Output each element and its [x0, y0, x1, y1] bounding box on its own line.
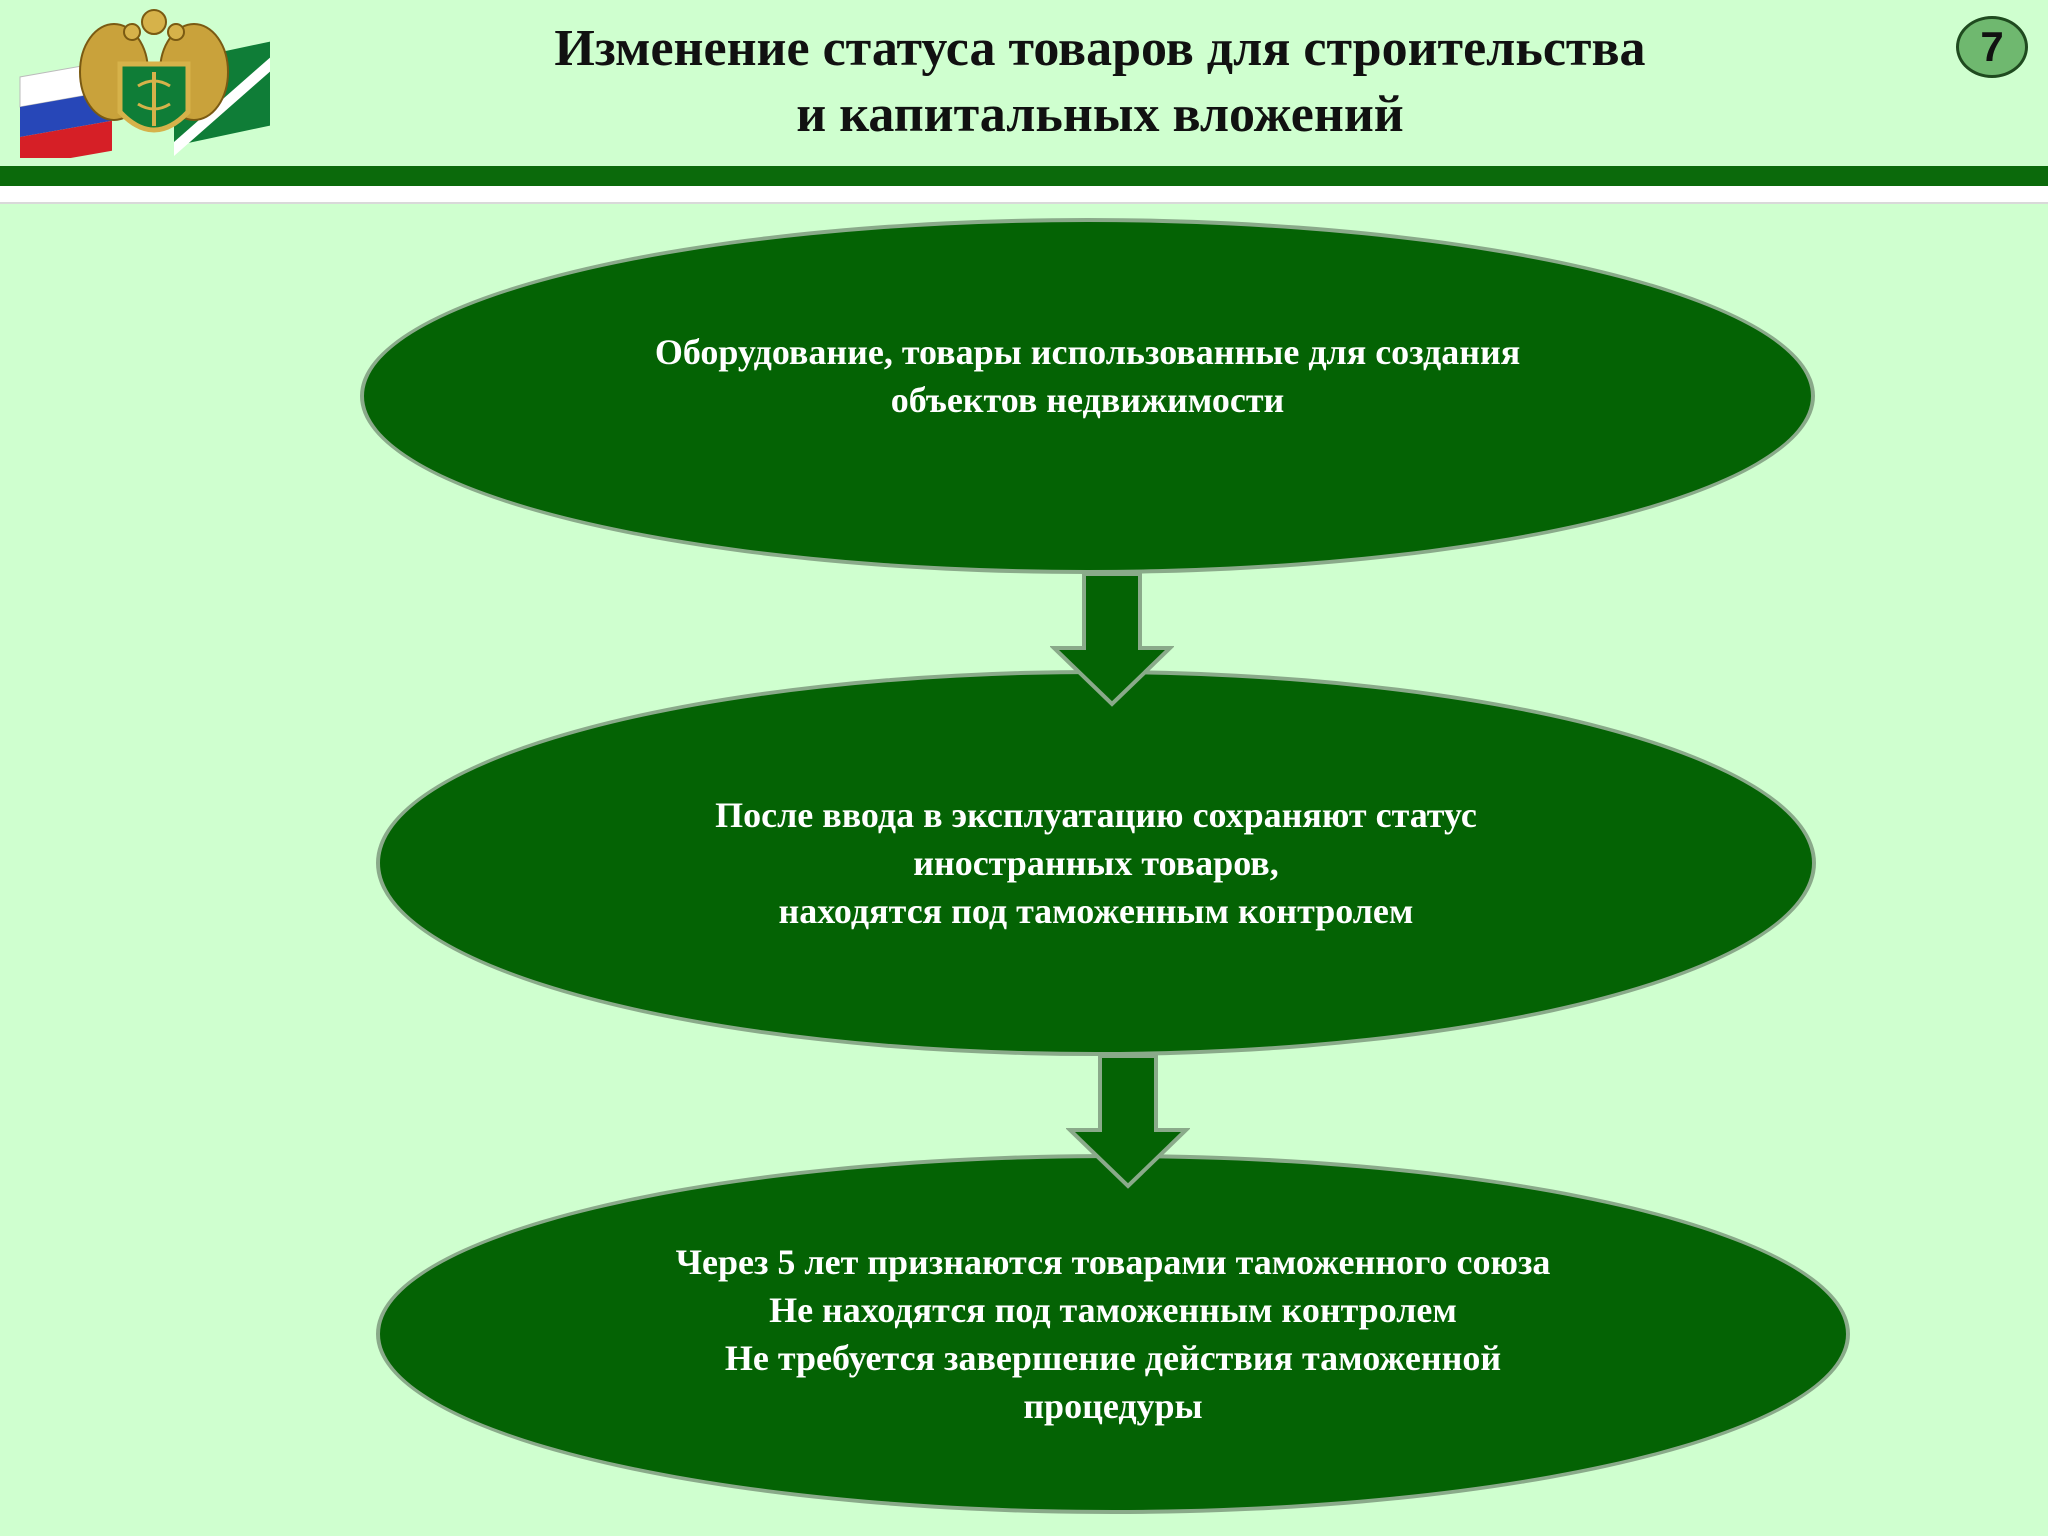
flow-node-line: находятся под таможенным контролем: [778, 891, 1414, 931]
slide-title-line-2: и капитальных вложений: [796, 86, 1404, 143]
page-number-badge: 7: [1956, 16, 2028, 78]
down-arrow-icon: [1050, 572, 1174, 707]
flow-node-line: Не требуется завершение действия таможен…: [724, 1338, 1502, 1378]
header-rule-green: [0, 166, 2048, 186]
flow-node-line: Не находятся под таможенным контролем: [769, 1290, 1457, 1330]
flow-node-line: Через 5 лет признаются товарами таможенн…: [675, 1242, 1551, 1282]
flow-node-text: Оборудование, товары использованные для …: [655, 328, 1520, 424]
header-rule-shadow: [0, 202, 2048, 204]
down-arrow-icon: [1066, 1054, 1190, 1189]
flow-node-line: После ввода в эксплуатацию сохраняют ста…: [715, 795, 1477, 835]
flow-node-text: Через 5 лет признаются товарами таможенн…: [676, 1238, 1551, 1430]
flow-node-equipment: Оборудование, товары использованные для …: [360, 218, 1815, 574]
customs-emblem-icon: [19, 9, 270, 158]
flow-node-line: объектов недвижимости: [890, 380, 1285, 420]
header-rule-white: [0, 186, 2048, 202]
flow-node-after-five-years: Через 5 лет признаются товарами таможенн…: [376, 1154, 1850, 1514]
slide-title: Изменение статуса товаров для строительс…: [420, 16, 1780, 148]
flow-node-line: иностранных товаров,: [913, 843, 1279, 883]
slide-title-line-1: Изменение статуса товаров для строительс…: [554, 20, 1646, 77]
flow-node-line: процедуры: [1023, 1386, 1203, 1426]
flow-node-after-commissioning: После ввода в эксплуатацию сохраняют ста…: [376, 670, 1816, 1056]
flow-node-line: Оборудование, товары использованные для …: [654, 332, 1521, 372]
flow-node-text: После ввода в эксплуатацию сохраняют ста…: [715, 791, 1477, 935]
